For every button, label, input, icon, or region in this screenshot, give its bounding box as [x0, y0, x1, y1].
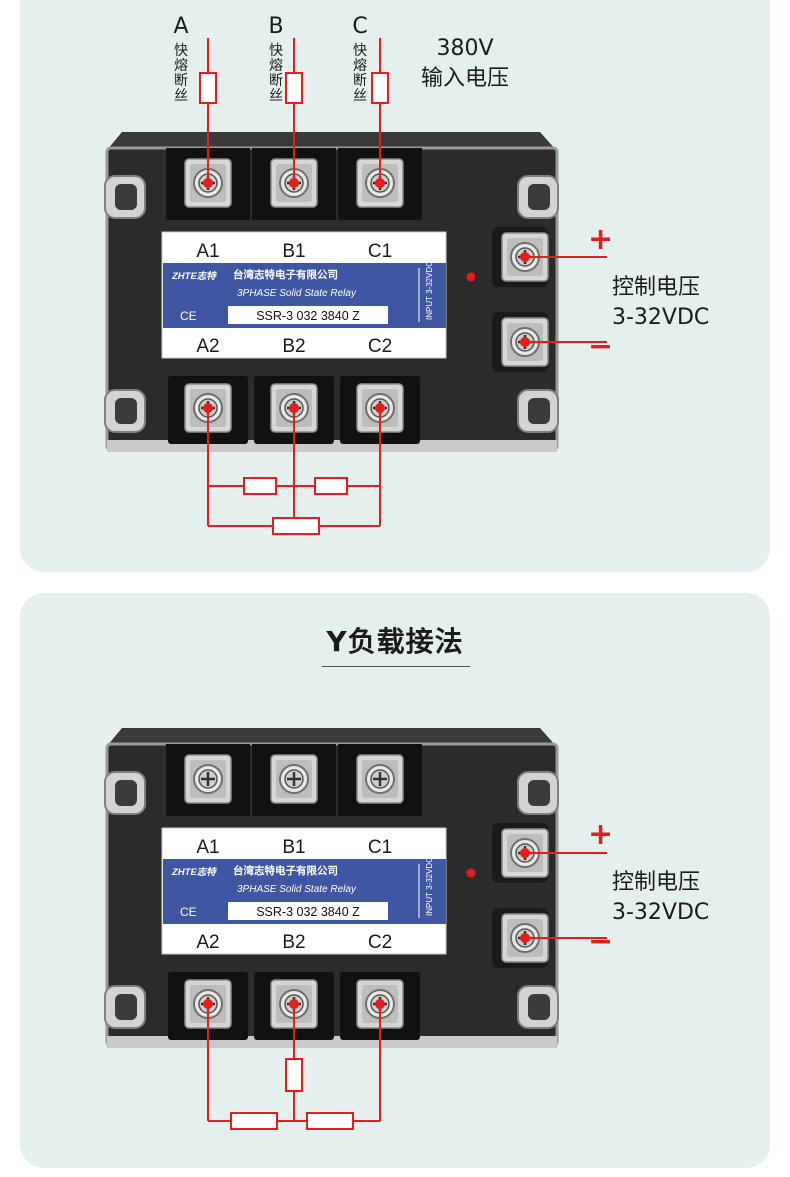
resistor-icon [285, 1058, 303, 1092]
input-range-label: INPUT 3-32VDC [425, 857, 434, 916]
terminal-label-top: B1 [282, 837, 305, 858]
resistor-icon [243, 477, 277, 495]
delta-wiring [199, 38, 607, 535]
phase-label-b: B [268, 14, 284, 39]
relay-subtitle: 3PHASE Solid State Relay [237, 884, 357, 895]
resistor-icon [306, 1112, 354, 1130]
screw-terminal-icon [184, 754, 232, 804]
terminal-label-bottom: B2 [282, 336, 305, 357]
plus-sign-top: + [588, 222, 614, 257]
terminal-contact-dot [520, 848, 530, 858]
terminal-contact-dot [289, 178, 299, 188]
input-voltage-value: 380V [436, 36, 494, 61]
control-voltage-label-top: 控制电压 [612, 275, 701, 300]
minus-sign-top: − [588, 329, 614, 364]
company-name: 台湾志特电子有限公司 [233, 268, 338, 281]
terminal-contact-dot [375, 403, 385, 413]
title-underline [322, 666, 470, 667]
terminal-label-top: C1 [368, 837, 392, 858]
model-box [228, 902, 388, 920]
screw-terminal-icon [356, 754, 404, 804]
led-indicator-icon [466, 272, 476, 282]
ce-mark: CE [180, 905, 197, 919]
fuse-label-b: 快熔断丝 [269, 43, 283, 104]
fuse-label-a: 快熔断丝 [174, 43, 188, 104]
relay-subtitle: 3PHASE Solid State Relay [237, 288, 357, 299]
terminal-contact-dot [375, 178, 385, 188]
control-voltage-label-bottom: 控制电压 [612, 870, 701, 895]
y-wiring [203, 848, 607, 1130]
terminal-label-top: B1 [282, 241, 305, 262]
terminal-contact-dot [520, 337, 530, 347]
terminal-contact-dot [520, 933, 530, 943]
fuse-icon [285, 72, 303, 104]
plus-sign-bottom: + [588, 817, 614, 852]
control-voltage-range-bottom: 3-32VDC [612, 900, 710, 925]
brand-logo: ZHTE志特 [171, 866, 217, 878]
company-name: 台湾志特电子有限公司 [233, 864, 338, 877]
control-voltage-range-top: 3-32VDC [612, 305, 710, 330]
terminal-label-top: A1 [196, 837, 219, 858]
model-number: SSR-3 032 3840 Z [256, 309, 360, 323]
terminal-label-top: C1 [368, 241, 392, 262]
phase-label-c: C [352, 14, 368, 39]
terminal-label-bottom: A2 [196, 932, 219, 953]
screw-terminal-icon [270, 754, 318, 804]
relay-top-edge [107, 728, 556, 746]
resistor-icon [230, 1112, 278, 1130]
input-voltage-label: 输入电压 [420, 66, 509, 91]
resistor-icon [272, 517, 320, 535]
terminal-contact-dot [203, 178, 213, 188]
relay-top-edge [107, 132, 556, 150]
minus-sign-bottom: − [588, 924, 614, 959]
terminal-contact-dot [520, 252, 530, 262]
phase-label-a: A [173, 14, 189, 39]
terminal-label-bottom: B2 [282, 932, 305, 953]
fuse-icon [199, 72, 217, 104]
fuse-label-c: 快熔断丝 [353, 43, 367, 104]
terminal-label-bottom: C2 [368, 336, 392, 357]
terminal-label-bottom: A2 [196, 336, 219, 357]
y-load-title: Y负载接法 [326, 625, 464, 658]
model-number: SSR-3 032 3840 Z [256, 905, 360, 919]
led-indicator-icon [466, 868, 476, 878]
model-box [228, 306, 388, 324]
terminal-label-top: A1 [196, 241, 219, 262]
terminal-label-bottom: C2 [368, 932, 392, 953]
resistor-icon [314, 477, 348, 495]
terminal-contact-dot [203, 403, 213, 413]
brand-logo: ZHTE志特 [171, 270, 217, 282]
fuse-icon [371, 72, 389, 104]
input-range-label: INPUT 3-32VDC [425, 261, 434, 320]
ce-mark: CE [180, 309, 197, 323]
